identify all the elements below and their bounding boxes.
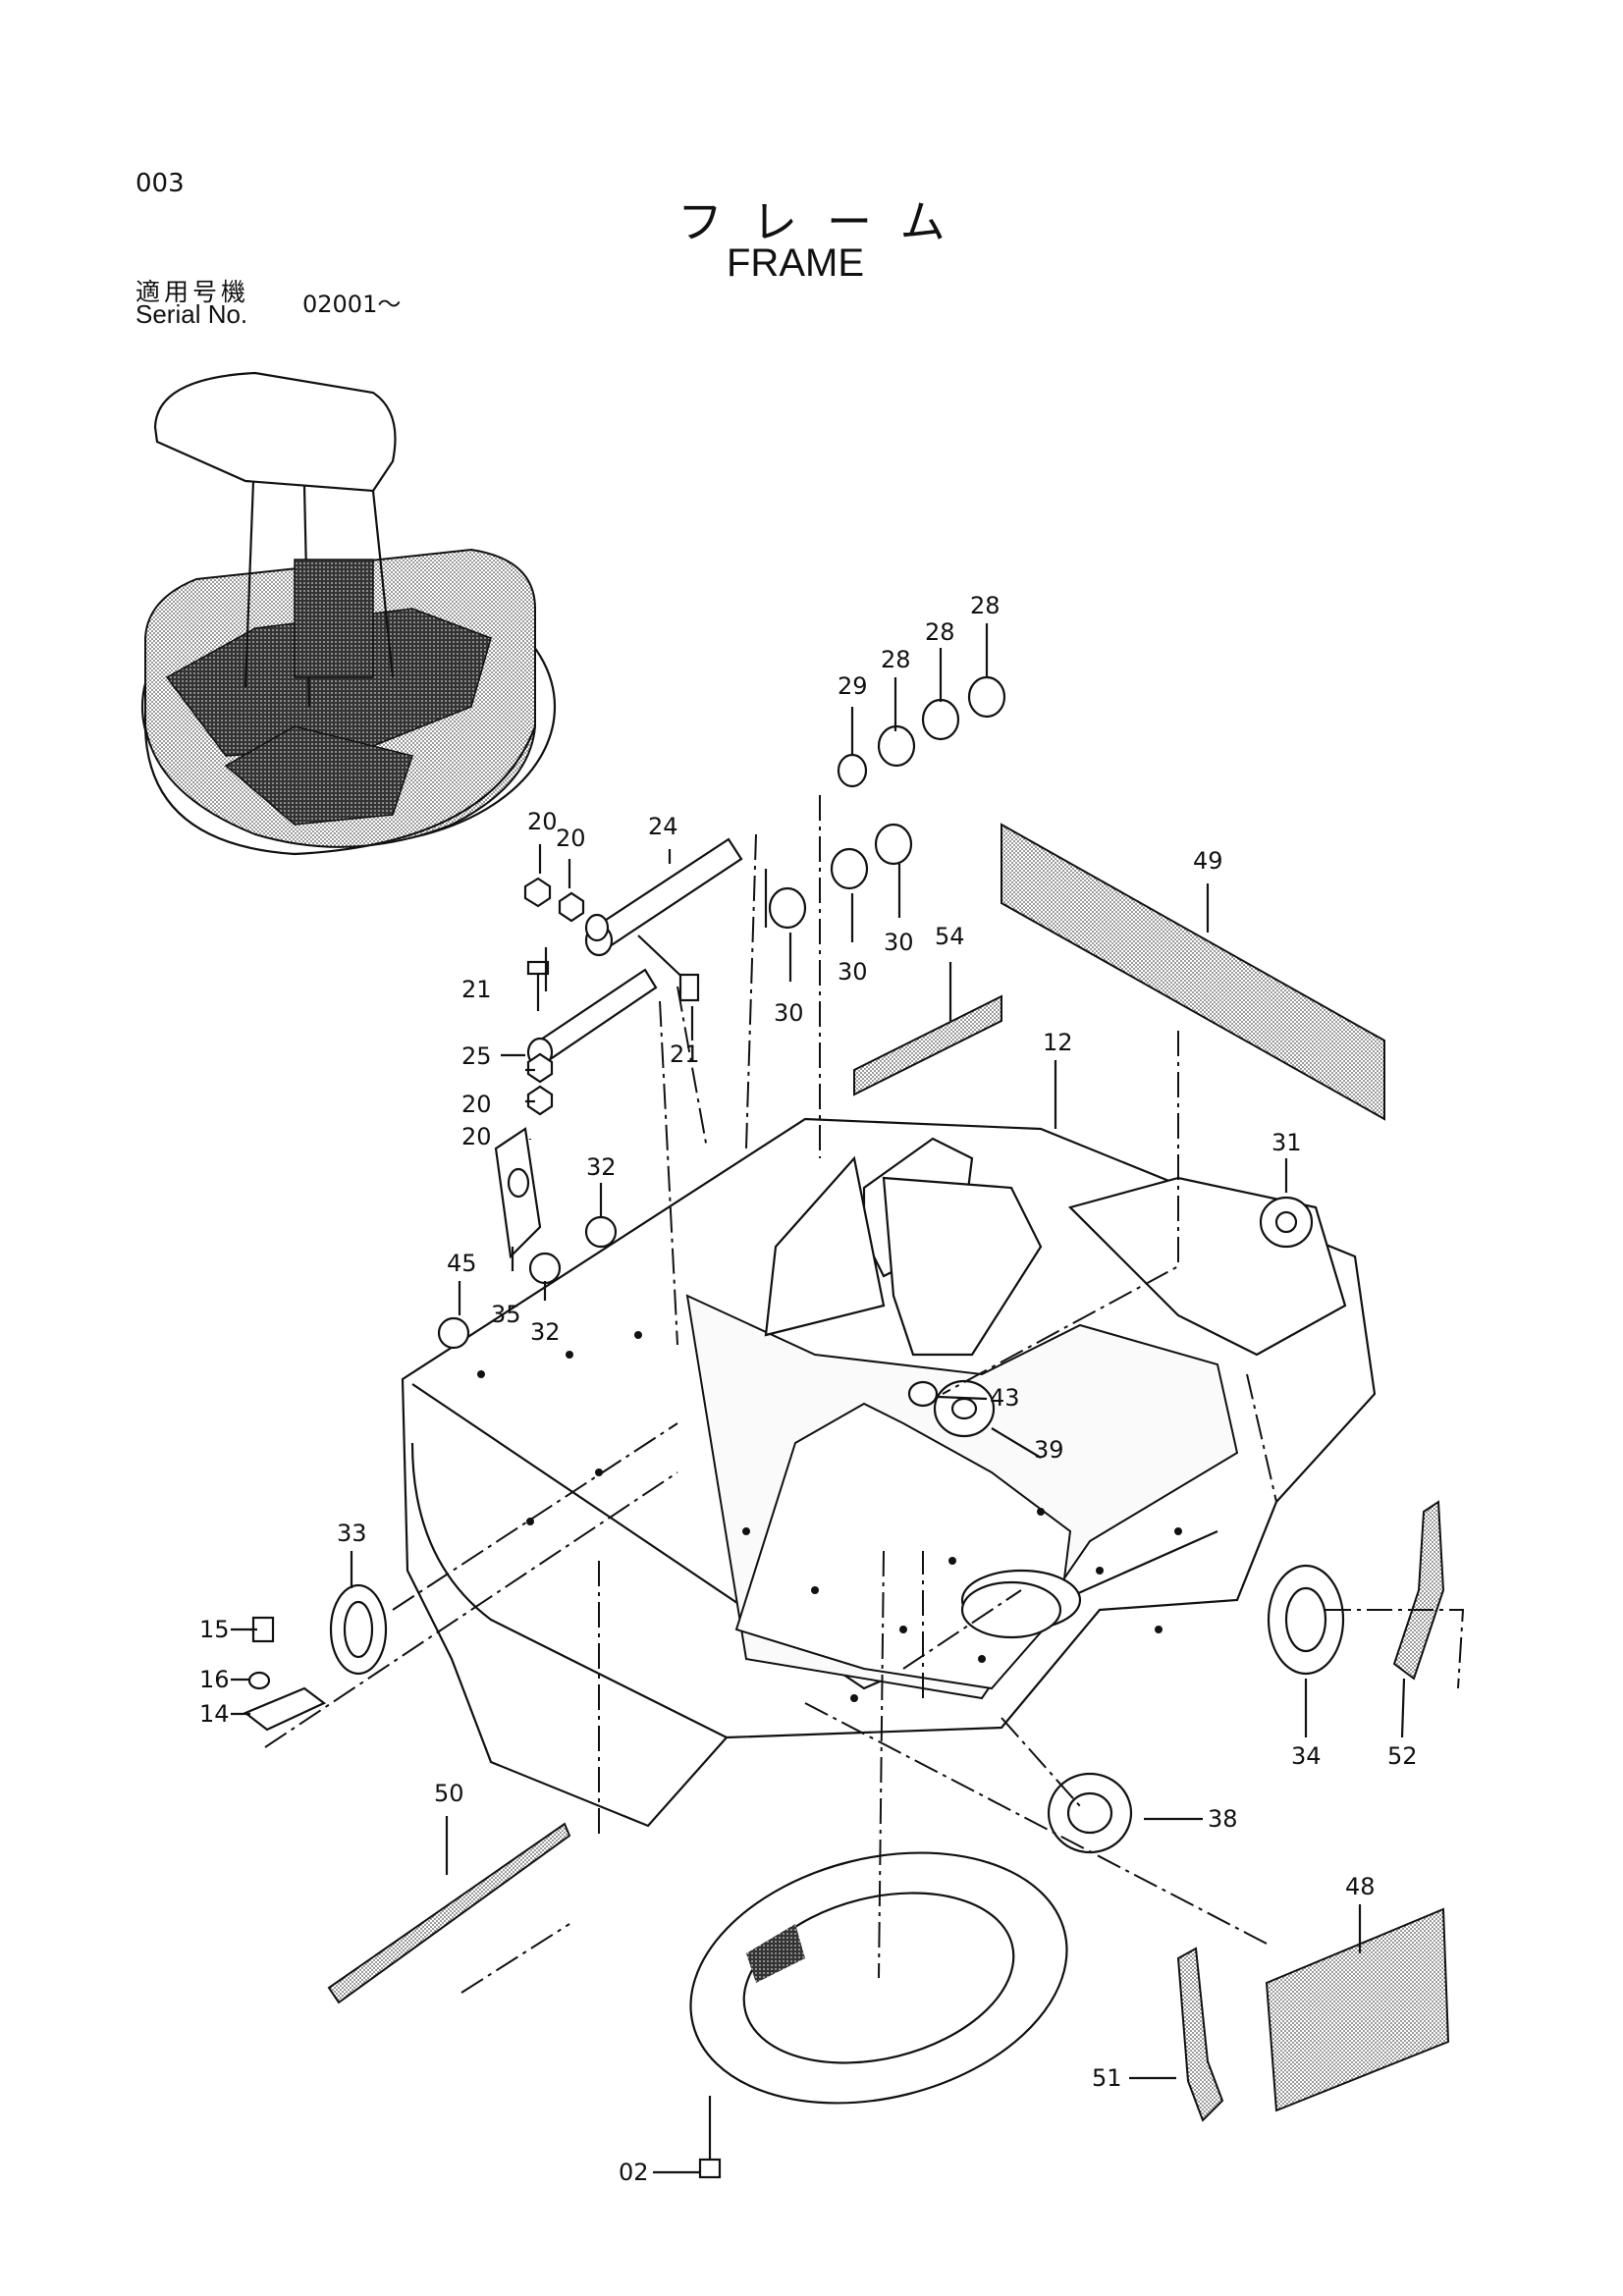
callout-30: 30 — [884, 929, 914, 956]
callout-20: 20 — [461, 1091, 492, 1118]
callout-leaders — [231, 623, 1406, 2174]
callout-45: 45 — [447, 1250, 477, 1277]
callout-21: 21 — [461, 976, 492, 1003]
callout-20: 20 — [556, 825, 586, 852]
callout-28: 28 — [925, 618, 955, 646]
callout-21: 21 — [670, 1041, 700, 1068]
callout-50: 50 — [434, 1780, 464, 1807]
callout-43: 43 — [990, 1384, 1020, 1412]
callout-15: 15 — [199, 1616, 230, 1643]
part-50-strip — [327, 1822, 571, 2004]
callout-51: 51 — [1092, 2064, 1122, 2092]
serial-value: 02001～ — [302, 291, 402, 318]
callout-20: 20 — [461, 1123, 492, 1150]
callout-16: 16 — [199, 1666, 230, 1693]
callout-02: 02 — [619, 2159, 649, 2186]
assembly-chain-lines — [264, 795, 1465, 1994]
pins-and-fasteners — [243, 675, 1006, 2179]
callout-28: 28 — [881, 646, 911, 673]
callout-32: 32 — [530, 1318, 561, 1346]
callout-20: 20 — [527, 808, 558, 835]
callout-29: 29 — [838, 672, 868, 700]
callout-49: 49 — [1193, 847, 1223, 875]
callout-48: 48 — [1345, 1873, 1376, 1900]
callout-24: 24 — [648, 813, 678, 840]
part-51-plate — [1176, 1947, 1224, 2122]
part-48-pad — [1265, 1907, 1450, 2112]
part-49-pad — [1001, 823, 1385, 1121]
callout-34: 34 — [1291, 1742, 1322, 1770]
callout-31: 31 — [1271, 1129, 1302, 1156]
callout-28: 28 — [970, 592, 1001, 619]
serial-label-japanese: 適用号機 — [135, 278, 250, 306]
callout-labels: 28 28 28 29 20 20 24 49 21 21 30 30 30 5… — [199, 592, 1418, 2186]
callout-32: 32 — [586, 1153, 617, 1181]
callout-25: 25 — [461, 1042, 492, 1070]
part-52-plate — [1392, 1500, 1445, 1681]
title-english: FRAME — [727, 241, 864, 285]
callout-30: 30 — [838, 958, 868, 986]
callout-12: 12 — [1043, 1029, 1073, 1056]
callout-54: 54 — [935, 923, 965, 950]
callout-52: 52 — [1387, 1742, 1418, 1770]
title-japanese: フレーム — [677, 195, 975, 248]
callout-39: 39 — [1034, 1436, 1064, 1464]
part-54-strip — [853, 994, 1002, 1096]
callout-38: 38 — [1208, 1805, 1238, 1833]
page-number: 003 — [135, 169, 185, 198]
serial-label-english: Serial No. — [135, 299, 248, 329]
machine-overview-inset — [140, 371, 557, 856]
callout-14: 14 — [199, 1700, 230, 1728]
main-frame — [401, 1117, 1377, 1828]
callout-30: 30 — [774, 999, 804, 1027]
rubber-mounts — [329, 1127, 1345, 1854]
callout-35: 35 — [491, 1301, 521, 1328]
callout-33: 33 — [337, 1520, 367, 1547]
